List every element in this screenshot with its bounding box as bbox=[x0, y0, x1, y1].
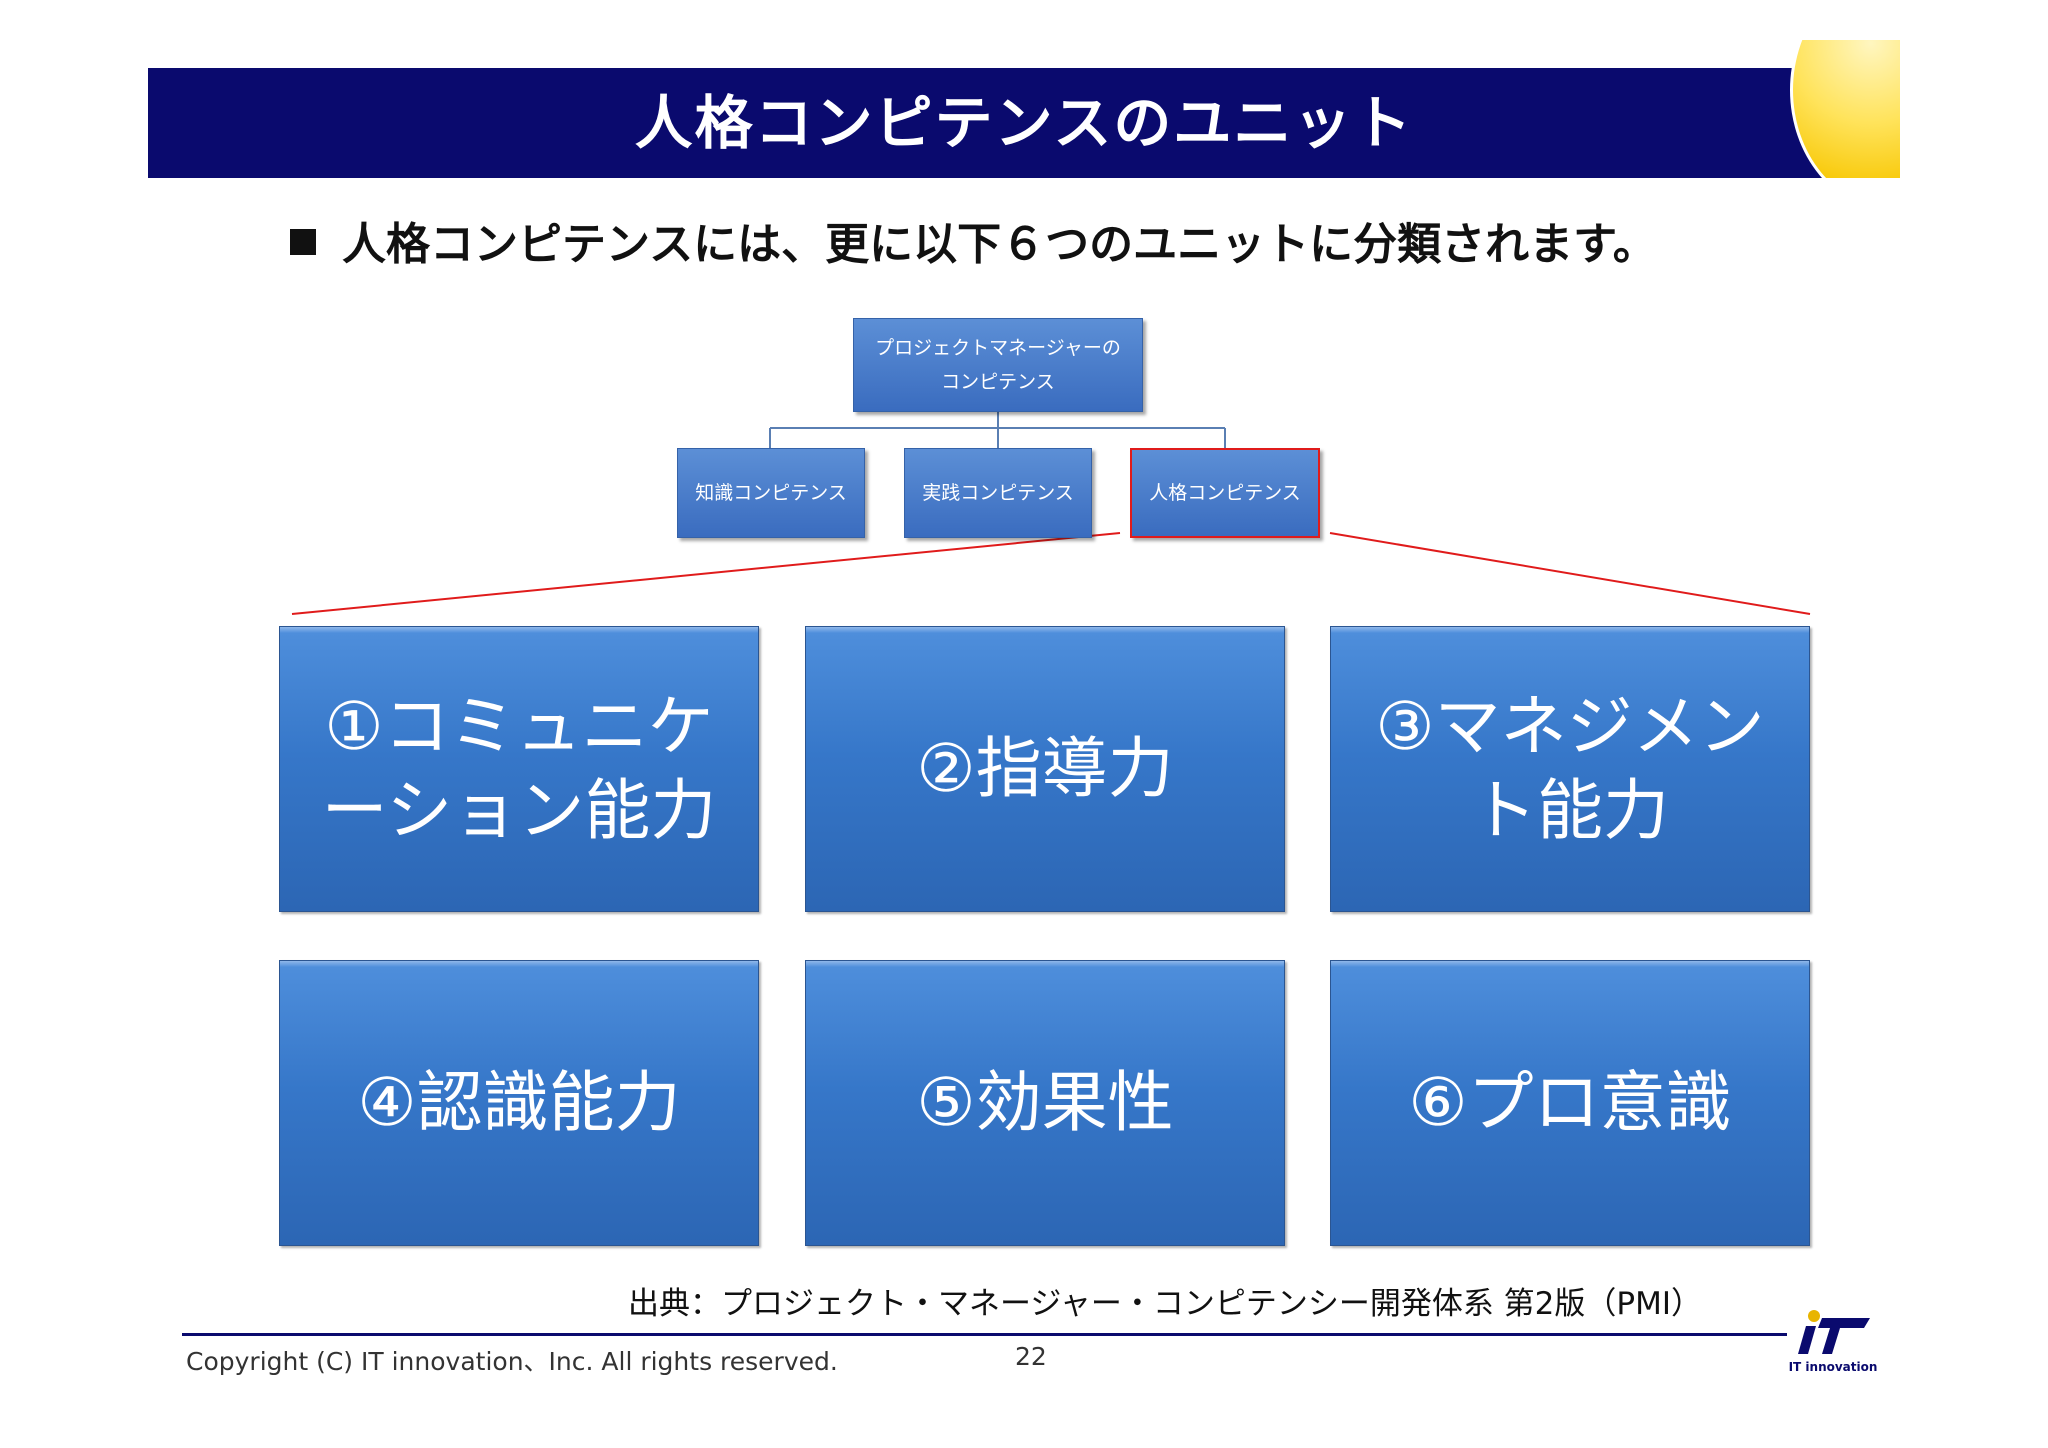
ip-logo-icon bbox=[1798, 1310, 1870, 1354]
unit-label: ⑤効果性 bbox=[916, 1064, 1174, 1141]
org-child-label: 実践コンピテンス bbox=[922, 482, 1074, 504]
unit-box-2: ②指導力 bbox=[805, 626, 1285, 912]
sun-decoration bbox=[1790, 40, 1900, 178]
footer-divider bbox=[182, 1333, 1787, 1336]
org-child-knowledge: 知識コンピテンス bbox=[677, 448, 865, 538]
unit-box-1: ①コミュニケーション能力 bbox=[279, 626, 759, 912]
slide-title: 人格コンピテンスのユニット bbox=[634, 89, 1414, 157]
unit-box-4: ④認識能力 bbox=[279, 960, 759, 1246]
logo-text: IT innovation bbox=[1788, 1360, 1878, 1374]
org-root-box: プロジェクトマネージャーの コンピテンス bbox=[853, 318, 1143, 412]
company-logo: IT innovation bbox=[1780, 1308, 1886, 1380]
square-bullet-icon bbox=[290, 229, 316, 255]
title-bar bbox=[148, 68, 1900, 178]
org-child-personality: 人格コンピテンス bbox=[1130, 448, 1320, 538]
copyright-text: Copyright (C) IT innovation、Inc. All rig… bbox=[186, 1347, 838, 1376]
org-child-label: 知識コンピテンス bbox=[695, 482, 847, 504]
bullet-text: 人格コンピテンスには、更に以下６つのユニットに分類されます。 bbox=[342, 219, 1657, 270]
unit-label: ①コミュニケーション能力 bbox=[321, 688, 717, 849]
bullet-item: 人格コンピテンスには、更に以下６つのユニットに分類されます。 bbox=[290, 215, 1850, 275]
unit-box-5: ⑤効果性 bbox=[805, 960, 1285, 1246]
org-root-line1: プロジェクトマネージャーの bbox=[875, 337, 1121, 359]
org-child-practice: 実践コンピテンス bbox=[904, 448, 1092, 538]
highlight-pointer-left bbox=[291, 532, 1121, 615]
unit-label: ②指導力 bbox=[916, 730, 1174, 807]
page-number: 22 bbox=[1015, 1342, 1047, 1371]
unit-label: ⑥プロ意識 bbox=[1408, 1064, 1732, 1141]
unit-label: ④認識能力 bbox=[357, 1064, 681, 1141]
org-root-line2: コンピテンス bbox=[941, 371, 1055, 393]
org-child-label: 人格コンピテンス bbox=[1149, 482, 1301, 504]
source-citation: 出典：プロジェクト・マネージャー・コンピテンシー開発体系 第2版（PMI） bbox=[628, 1286, 1702, 1322]
unit-label: ③マネジメント能力 bbox=[1375, 688, 1765, 849]
unit-box-6: ⑥プロ意識 bbox=[1330, 960, 1810, 1246]
unit-box-3: ③マネジメント能力 bbox=[1330, 626, 1810, 912]
highlight-pointer-right bbox=[1329, 532, 1811, 615]
